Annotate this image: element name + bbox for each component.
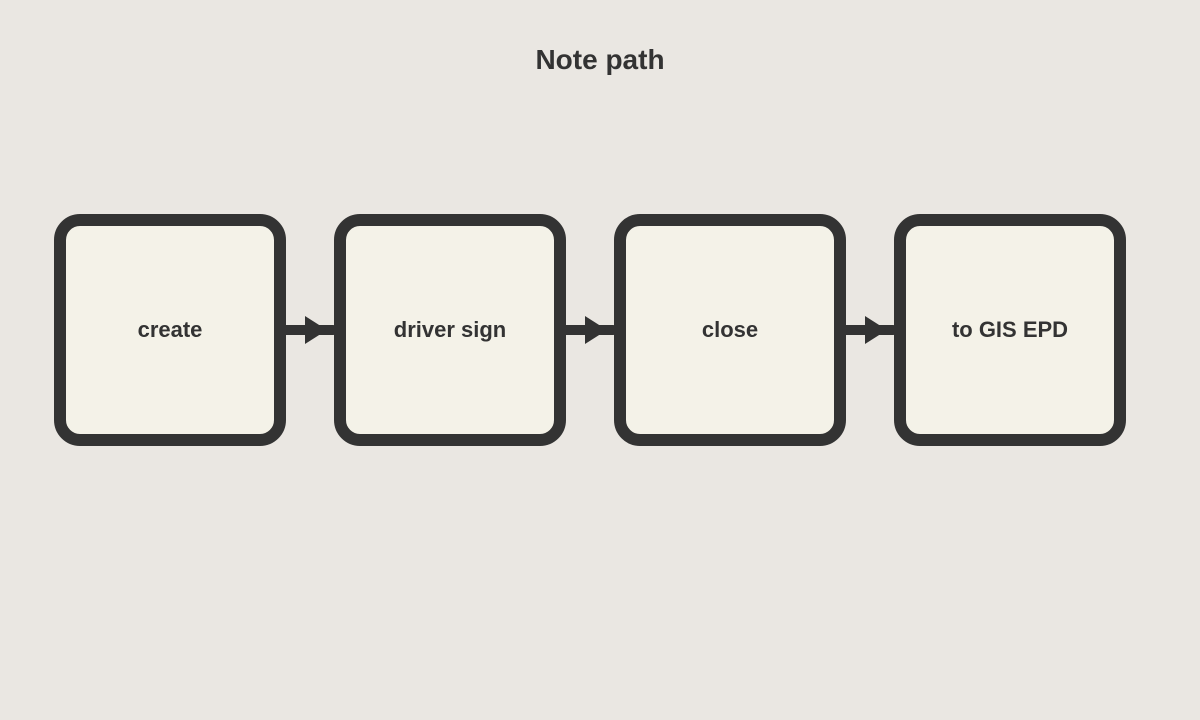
arrow-driver-sign-to-close [565, 316, 615, 344]
step-driver-sign: driver sign [334, 214, 566, 446]
diagram-title: Note path [535, 44, 665, 75]
step-close: close [614, 214, 846, 446]
arrow-close-to-gis-epd [845, 316, 895, 344]
step-to-gis-epd: to GIS EPD [894, 214, 1126, 446]
step-label: close [701, 317, 759, 342]
step-create: create [54, 214, 286, 446]
step-label: to GIS EPD [951, 317, 1069, 342]
step-label: create [137, 317, 203, 342]
step-label: driver sign [393, 317, 507, 342]
arrow-create-to-driver-sign [285, 316, 335, 344]
